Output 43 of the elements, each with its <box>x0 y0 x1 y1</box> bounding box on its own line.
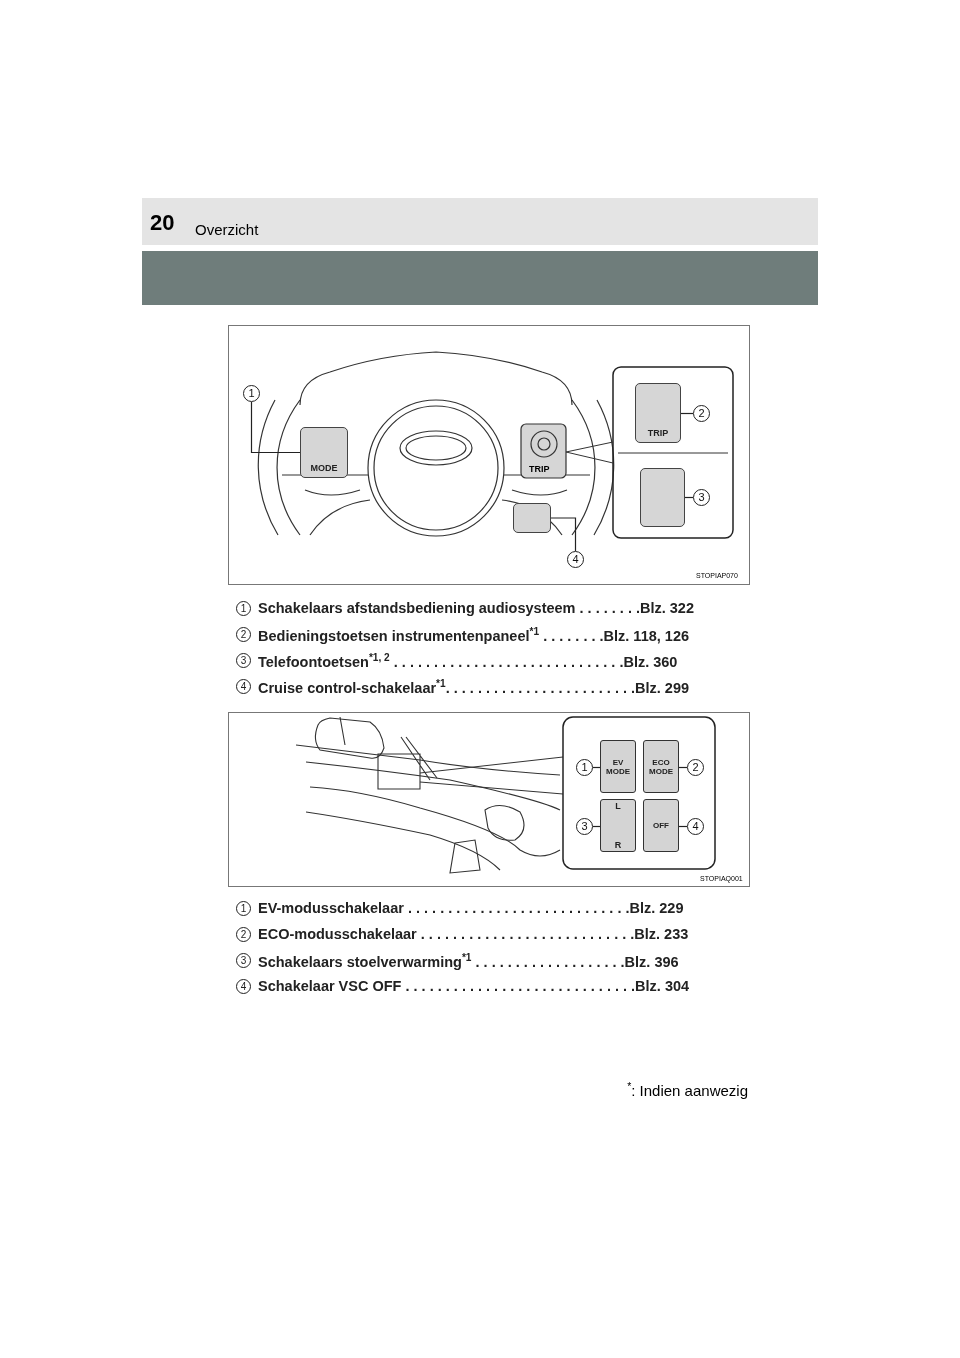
callout-number: 2 <box>693 405 710 422</box>
callout-number: 3 <box>693 489 710 506</box>
button-label: MODE <box>310 462 338 474</box>
button-label: OFF <box>652 820 670 831</box>
mode-switch <box>600 740 636 793</box>
vsc-off-switch <box>643 799 679 852</box>
button-label: L <box>614 800 622 812</box>
page-number: 20 <box>150 210 175 236</box>
seat-heater-switch <box>600 799 636 852</box>
leader-line <box>592 825 601 828</box>
callout-number: 4 <box>567 551 584 568</box>
item-text: Bedieningstoetsen instrumentenpaneel$^{*1}$ . . . . . . . .Blz. 118, 126 <box>258 626 690 644</box>
item-text: Schakelaars afstandsbediening audiosysteem . . . . . . . .Blz. 322 <box>258 600 694 616</box>
item-text: ECO-modusschakelaar . . . . . . . . . . . . . . . . . . . . . . . . . . .Blz. 233 <box>258 926 689 942</box>
leader-line <box>678 766 688 769</box>
item-text: Schakelaars stoelverwarming$^{*1}$ . . . . . . . . . . . . . . . . . . .Blz. 396 <box>258 952 679 970</box>
audio-switch <box>300 427 348 478</box>
cruise-control-lever <box>513 503 551 533</box>
callout-number: 1 <box>243 385 260 402</box>
leader-line <box>592 766 601 769</box>
leader-line <box>680 412 694 415</box>
section-title: Overzicht <box>195 221 259 238</box>
footnote: $^{*}$: Indien aanwezig <box>627 1080 748 1099</box>
switch-label: TRIP <box>529 464 550 474</box>
item-text: Schakelaar VSC OFF . . . . . . . . . . . . . . . . . . . . . . . . . . . . .Blz. 304 <box>258 978 690 994</box>
item-text: EV-modusschakelaar . . . . . . . . . . . . . . . . . . . . . . . . . . . .Blz. 229 <box>258 900 684 916</box>
item-text: Telefoontoetsen$^{*1, 2}$ . . . . . . . . . . . . . . . . . . . . . . . . . . . . .Blz. 360 <box>258 652 678 670</box>
leader-line <box>684 496 694 499</box>
button-label: EV MODE <box>605 756 631 777</box>
item-text: Cruise control-schakelaar$^{*1}$. . . . . . . . . . . . . . . . . . . . . . . .Blz. 299 <box>258 678 690 696</box>
button-label: TRIP <box>647 427 669 439</box>
callout-number: 2 <box>687 759 704 776</box>
callout-number: 1 <box>576 759 593 776</box>
callout-number: 3 <box>576 818 593 835</box>
leader-line <box>250 401 301 454</box>
mode-switch <box>643 740 679 793</box>
leader-line <box>550 517 577 552</box>
meter-control-switch <box>635 383 681 443</box>
button-label: ECO MODE <box>648 756 674 777</box>
button-label: R <box>613 839 623 851</box>
callout-number: 4 <box>687 818 704 835</box>
leader-line <box>678 825 688 828</box>
telephone-switch <box>640 468 685 527</box>
